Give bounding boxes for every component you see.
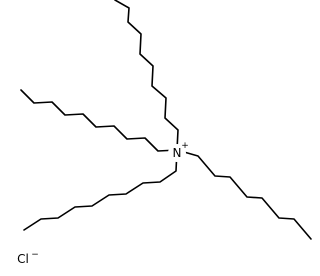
nitrogen-charge: + xyxy=(181,141,189,151)
nitrogen-label-background xyxy=(168,144,186,162)
alkyl-chain-upper-left xyxy=(20,89,178,152)
nitrogen-symbol: N xyxy=(173,146,182,160)
nitrogen-atom: N + xyxy=(168,141,189,162)
alkyl-chain-top xyxy=(114,0,179,151)
chloride-ion: Cl − xyxy=(17,250,39,266)
alkyl-chain-lower-left xyxy=(23,149,178,231)
bond-chain-upper-left xyxy=(20,89,178,152)
bond-chain-right xyxy=(176,149,312,240)
chloride-symbol: Cl xyxy=(17,252,29,266)
alkyl-chain-right xyxy=(176,149,312,240)
chloride-charge: − xyxy=(31,250,39,260)
bond-chain-top xyxy=(114,0,179,151)
bond-chain-lower-left xyxy=(23,149,178,231)
